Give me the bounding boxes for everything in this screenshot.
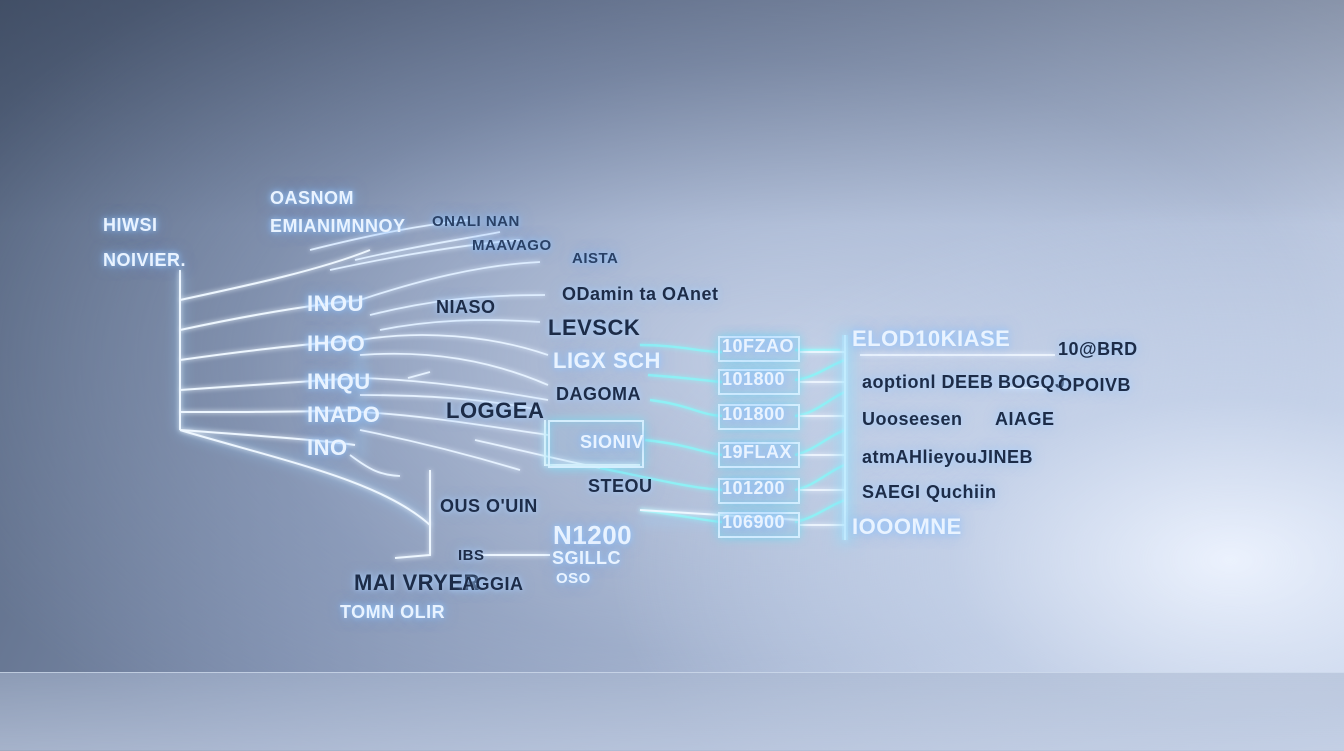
label-in-2: IHOO <box>307 331 366 356</box>
label-right-6: atmAHlieyouJINEB <box>862 447 1034 467</box>
col-label-5: 101200 <box>722 478 786 498</box>
label-mid-2: LEVSCK <box>548 315 641 340</box>
bottom-bracket-lines <box>394 420 801 559</box>
col-label-2: 101800 <box>722 369 786 389</box>
label-upper-2: MAAVAGO <box>472 237 552 254</box>
col-box-1 <box>718 336 800 362</box>
label-emianimnnoy: EMIANIMNNOY <box>270 216 406 236</box>
label-right-1: ELOD10KIASE <box>852 326 1011 351</box>
label-mid-3: LIGX SCH <box>553 348 661 373</box>
label-far-2: OPOIVB <box>1058 375 1132 395</box>
label-right-4: Uooseesen <box>862 409 963 429</box>
label-in-3: INIQU <box>307 369 371 394</box>
label-right-8: IOOOMNE <box>852 514 962 539</box>
label-right-3: BOGQJ <box>998 372 1066 392</box>
label-upper-1: ONALI NAN <box>432 213 520 230</box>
label-right-7: SAEGI Quchiin <box>862 482 997 502</box>
right-connector-lines <box>800 335 1055 540</box>
col-box-6 <box>718 512 800 538</box>
label-bottom-2: N1200 <box>553 520 633 550</box>
col-box-2 <box>718 369 800 395</box>
label-bottom-4: MAI VRYER <box>354 570 480 595</box>
mid-box <box>548 420 644 468</box>
floor-plane <box>0 672 1344 751</box>
label-hiwsi: HIWSI <box>103 215 158 235</box>
right-glow-bar <box>842 335 848 540</box>
label-in-4: INADO <box>307 402 381 427</box>
label-upper-4: ODamin ta OAnet <box>562 284 719 304</box>
label-noivier: NOIVIER. <box>103 250 187 270</box>
label-mid-1: NIASO <box>436 297 496 317</box>
label-bottom-8: OSO <box>556 570 591 587</box>
col-label-4: 19FLAX <box>722 442 793 462</box>
label-bottom-7: IBS <box>458 547 485 564</box>
col-label-6: 106900 <box>722 512 786 532</box>
label-bottom-5: AGGIA <box>462 574 524 594</box>
label-mid-5: LOGGEA <box>446 398 545 423</box>
col-box-4 <box>718 442 800 468</box>
label-bottom-1: OUS O'UIN <box>440 496 538 516</box>
label-mid-7: STEOU <box>588 476 653 496</box>
col-box-3 <box>718 404 800 430</box>
label-upper-3: AISTA <box>572 250 619 267</box>
fan-lines-upper <box>309 219 546 331</box>
label-bottom-3: SGILLC <box>552 548 621 568</box>
label-far-1: 10@BRD <box>1058 339 1138 359</box>
label-mid-6: SIONIV <box>580 432 645 452</box>
label-in-1: INOU <box>307 291 364 316</box>
label-right-5: AIAGE <box>995 409 1055 429</box>
label-mid-4: DAGOMA <box>556 384 641 404</box>
col-label-3: 101800 <box>722 404 786 424</box>
label-bottom-6: TOMN OLIR <box>340 602 446 622</box>
col-box-5 <box>718 478 800 504</box>
label-right-2: aoptionl DEEB <box>862 372 994 392</box>
label-oasnom: OASNOM <box>270 188 354 208</box>
label-in-5: INO <box>307 435 348 460</box>
col-label-1: 10FZAO <box>722 336 795 356</box>
left-trunk-lines <box>179 249 431 526</box>
